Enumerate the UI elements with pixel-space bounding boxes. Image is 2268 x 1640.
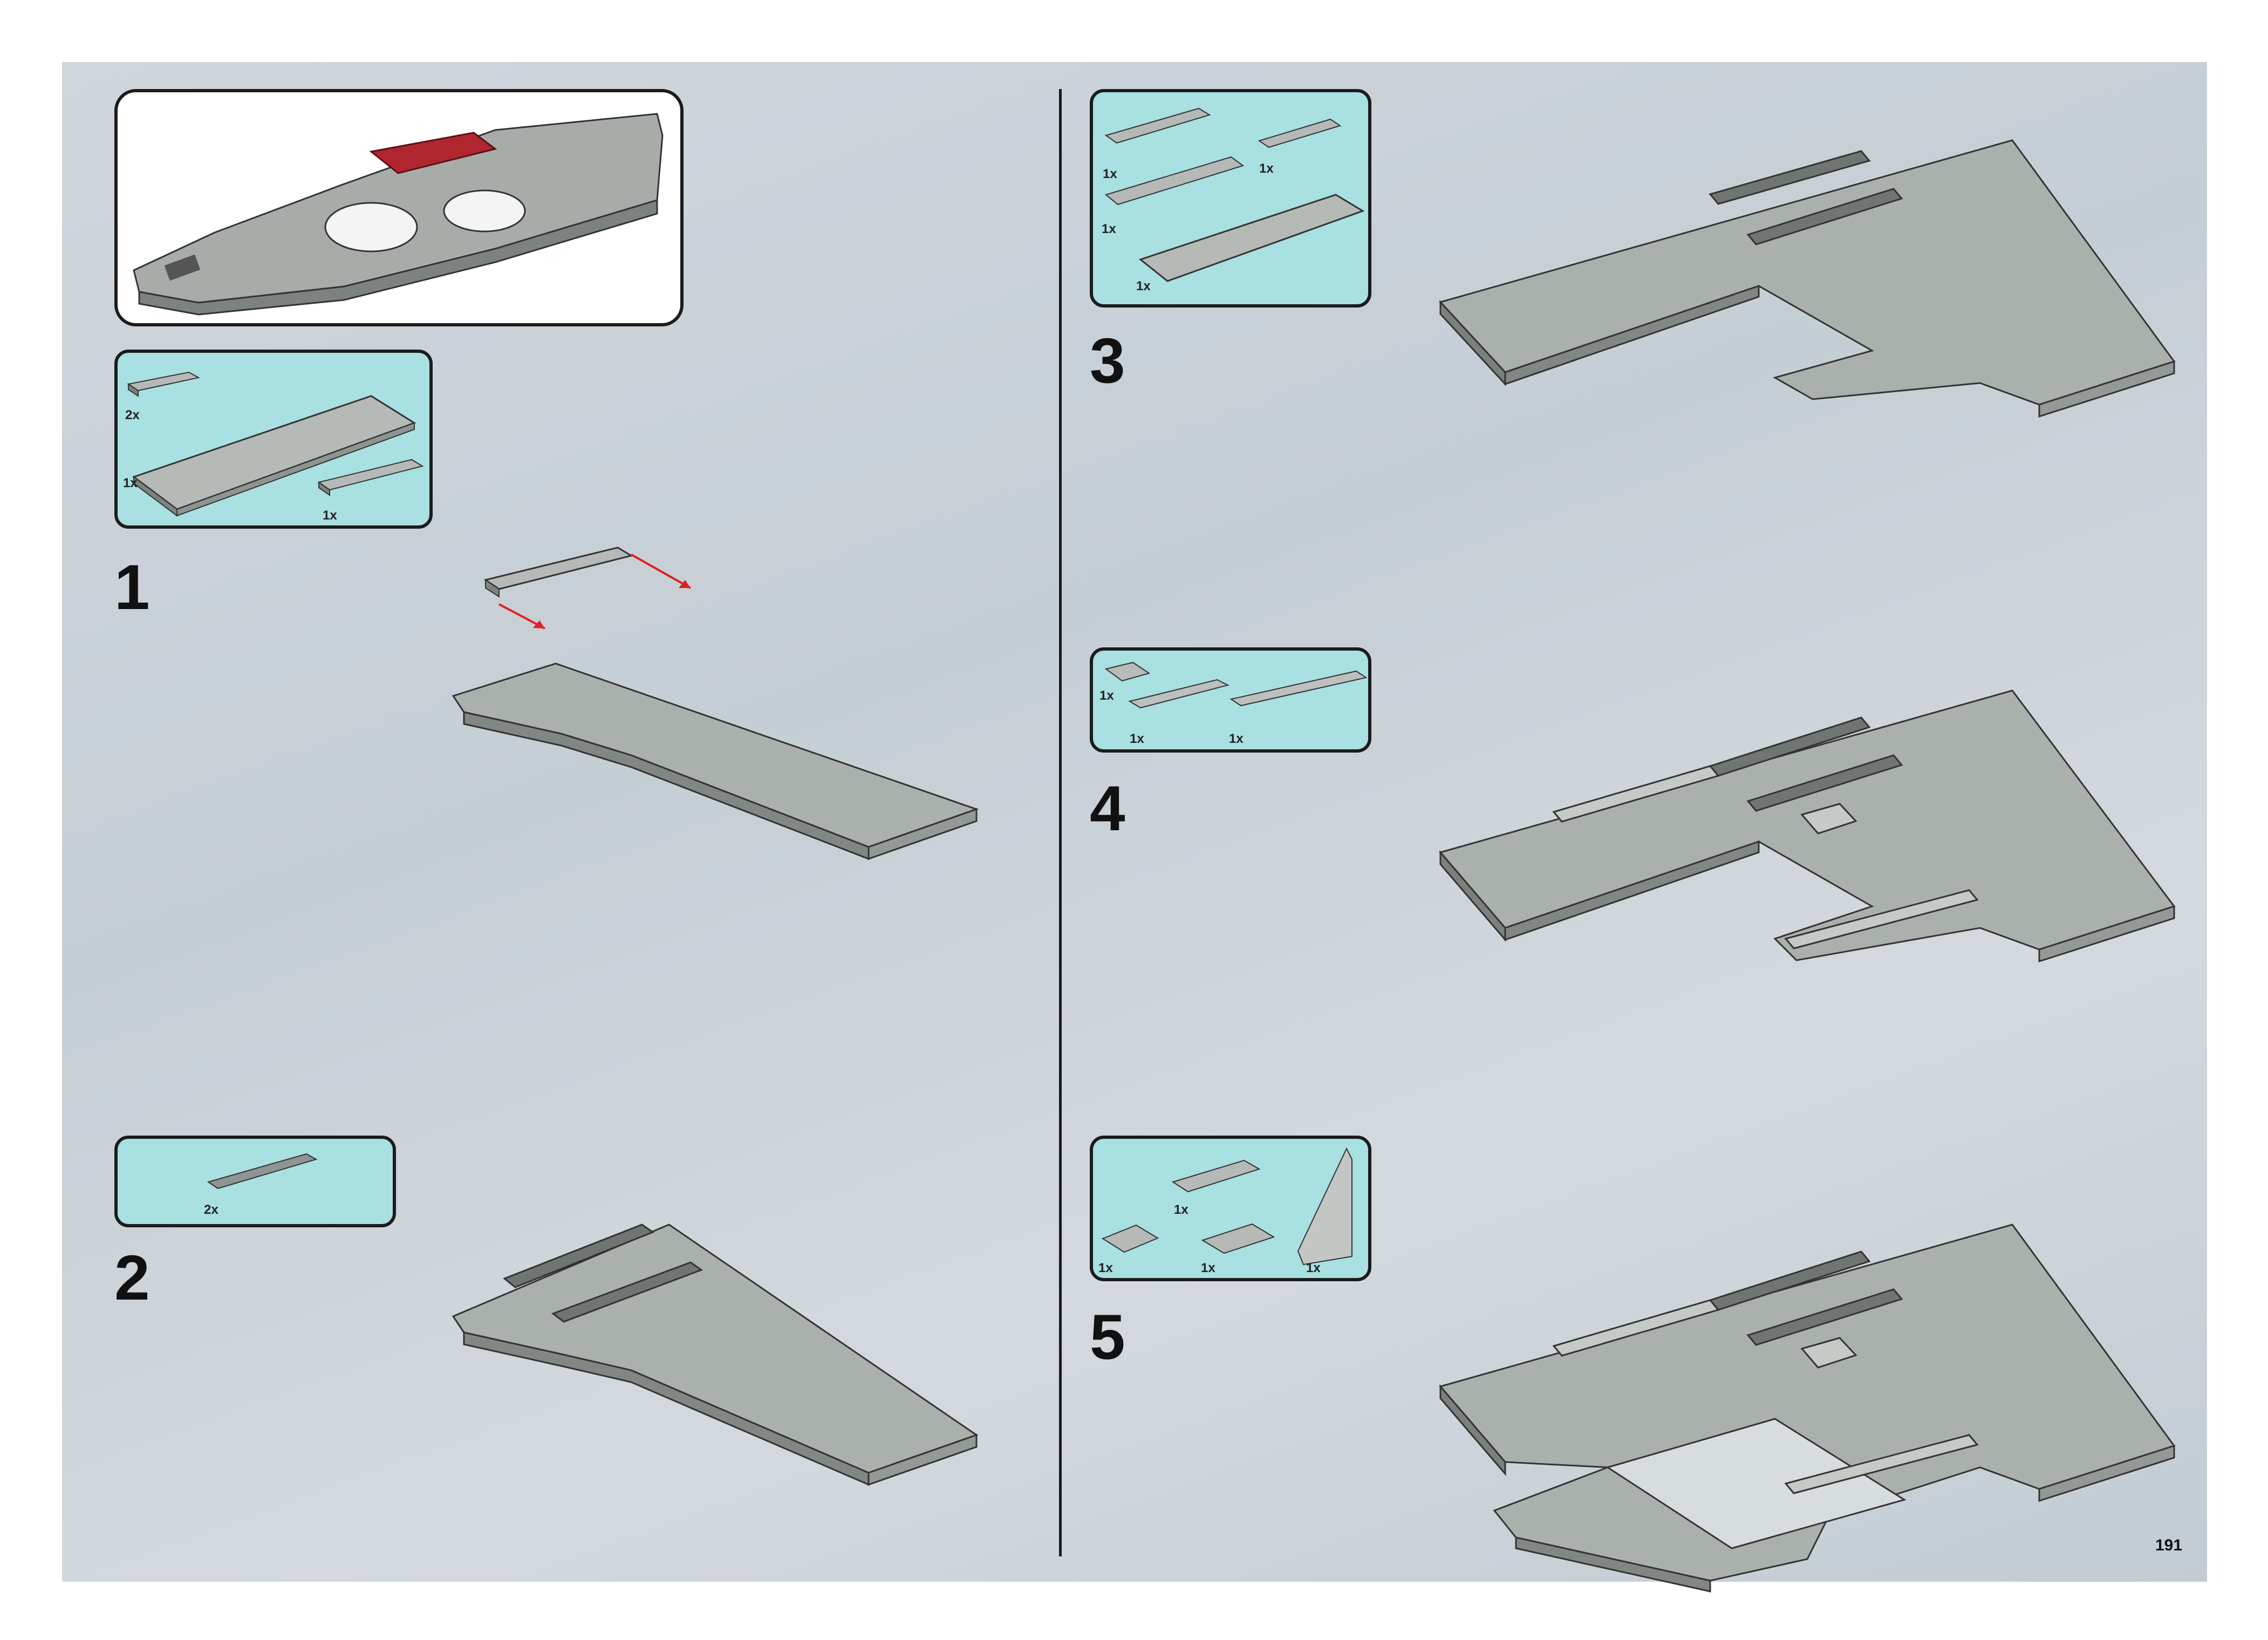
tile-1x6-icon	[204, 1150, 328, 1193]
step4-part1-qty: 1x	[1099, 688, 1114, 703]
plate-2x2-icon	[1098, 1220, 1163, 1263]
wedge-plate-icon	[1287, 1143, 1363, 1267]
step5-number: 5	[1090, 1306, 1125, 1369]
step4-parts-callout: 1x 1x 1x	[1090, 647, 1371, 753]
step3-part4-qty: 1x	[1136, 279, 1151, 294]
step3-parts-callout: 1x 1x 1x 1x	[1090, 89, 1371, 308]
step3-part2-qty: 1x	[1259, 161, 1274, 176]
step5-part4-qty: 1x	[1306, 1261, 1321, 1276]
step5-assembly-model	[1430, 1214, 2185, 1570]
plate-1x6-icon	[315, 455, 433, 498]
step1-part3-qty: 1x	[323, 508, 337, 523]
plate-2x3-icon	[1198, 1219, 1279, 1262]
step3-part3-qty: 1x	[1102, 222, 1116, 237]
step2-assembly-model	[432, 1208, 998, 1532]
step5-part2-qty: 1x	[1098, 1261, 1113, 1276]
step3-assembly-model	[1430, 135, 2185, 437]
step4-part2-qty: 1x	[1130, 732, 1144, 747]
step4-number: 4	[1090, 777, 1125, 840]
subassembly-preview-box	[114, 89, 684, 326]
tile-1x8-icon	[1227, 667, 1372, 710]
plate-2x4-icon	[1169, 1155, 1266, 1204]
plate-4x10-icon	[1136, 184, 1374, 292]
step2-part1-qty: 2x	[204, 1202, 218, 1218]
step4-part3-qty: 1x	[1229, 732, 1244, 747]
tile-1x6-icon	[1125, 674, 1233, 718]
step1-number: 1	[114, 556, 150, 619]
step4-assembly-model	[1430, 680, 2185, 993]
plate-1x4-icon	[1255, 114, 1352, 152]
step5-part3-qty: 1x	[1201, 1261, 1215, 1276]
plate-1x6-icon	[1102, 103, 1220, 146]
step1-parts-callout: 2x 1x 1x	[114, 350, 433, 529]
step5-part1-qty: 1x	[1174, 1202, 1188, 1218]
wing-subassembly-icon	[118, 92, 684, 326]
insert-arrow	[631, 555, 691, 588]
page-divider	[1059, 89, 1062, 1556]
step2-number: 2	[114, 1246, 150, 1310]
step3-number: 3	[1090, 329, 1125, 393]
step1-part2-qty: 1x	[123, 476, 138, 491]
step1-assembly-model	[432, 529, 998, 885]
page-number: 191	[2155, 1536, 2182, 1555]
step5-parts-callout: 1x 1x 1x 1x	[1090, 1136, 1371, 1281]
step2-parts-callout: 2x	[114, 1136, 396, 1227]
